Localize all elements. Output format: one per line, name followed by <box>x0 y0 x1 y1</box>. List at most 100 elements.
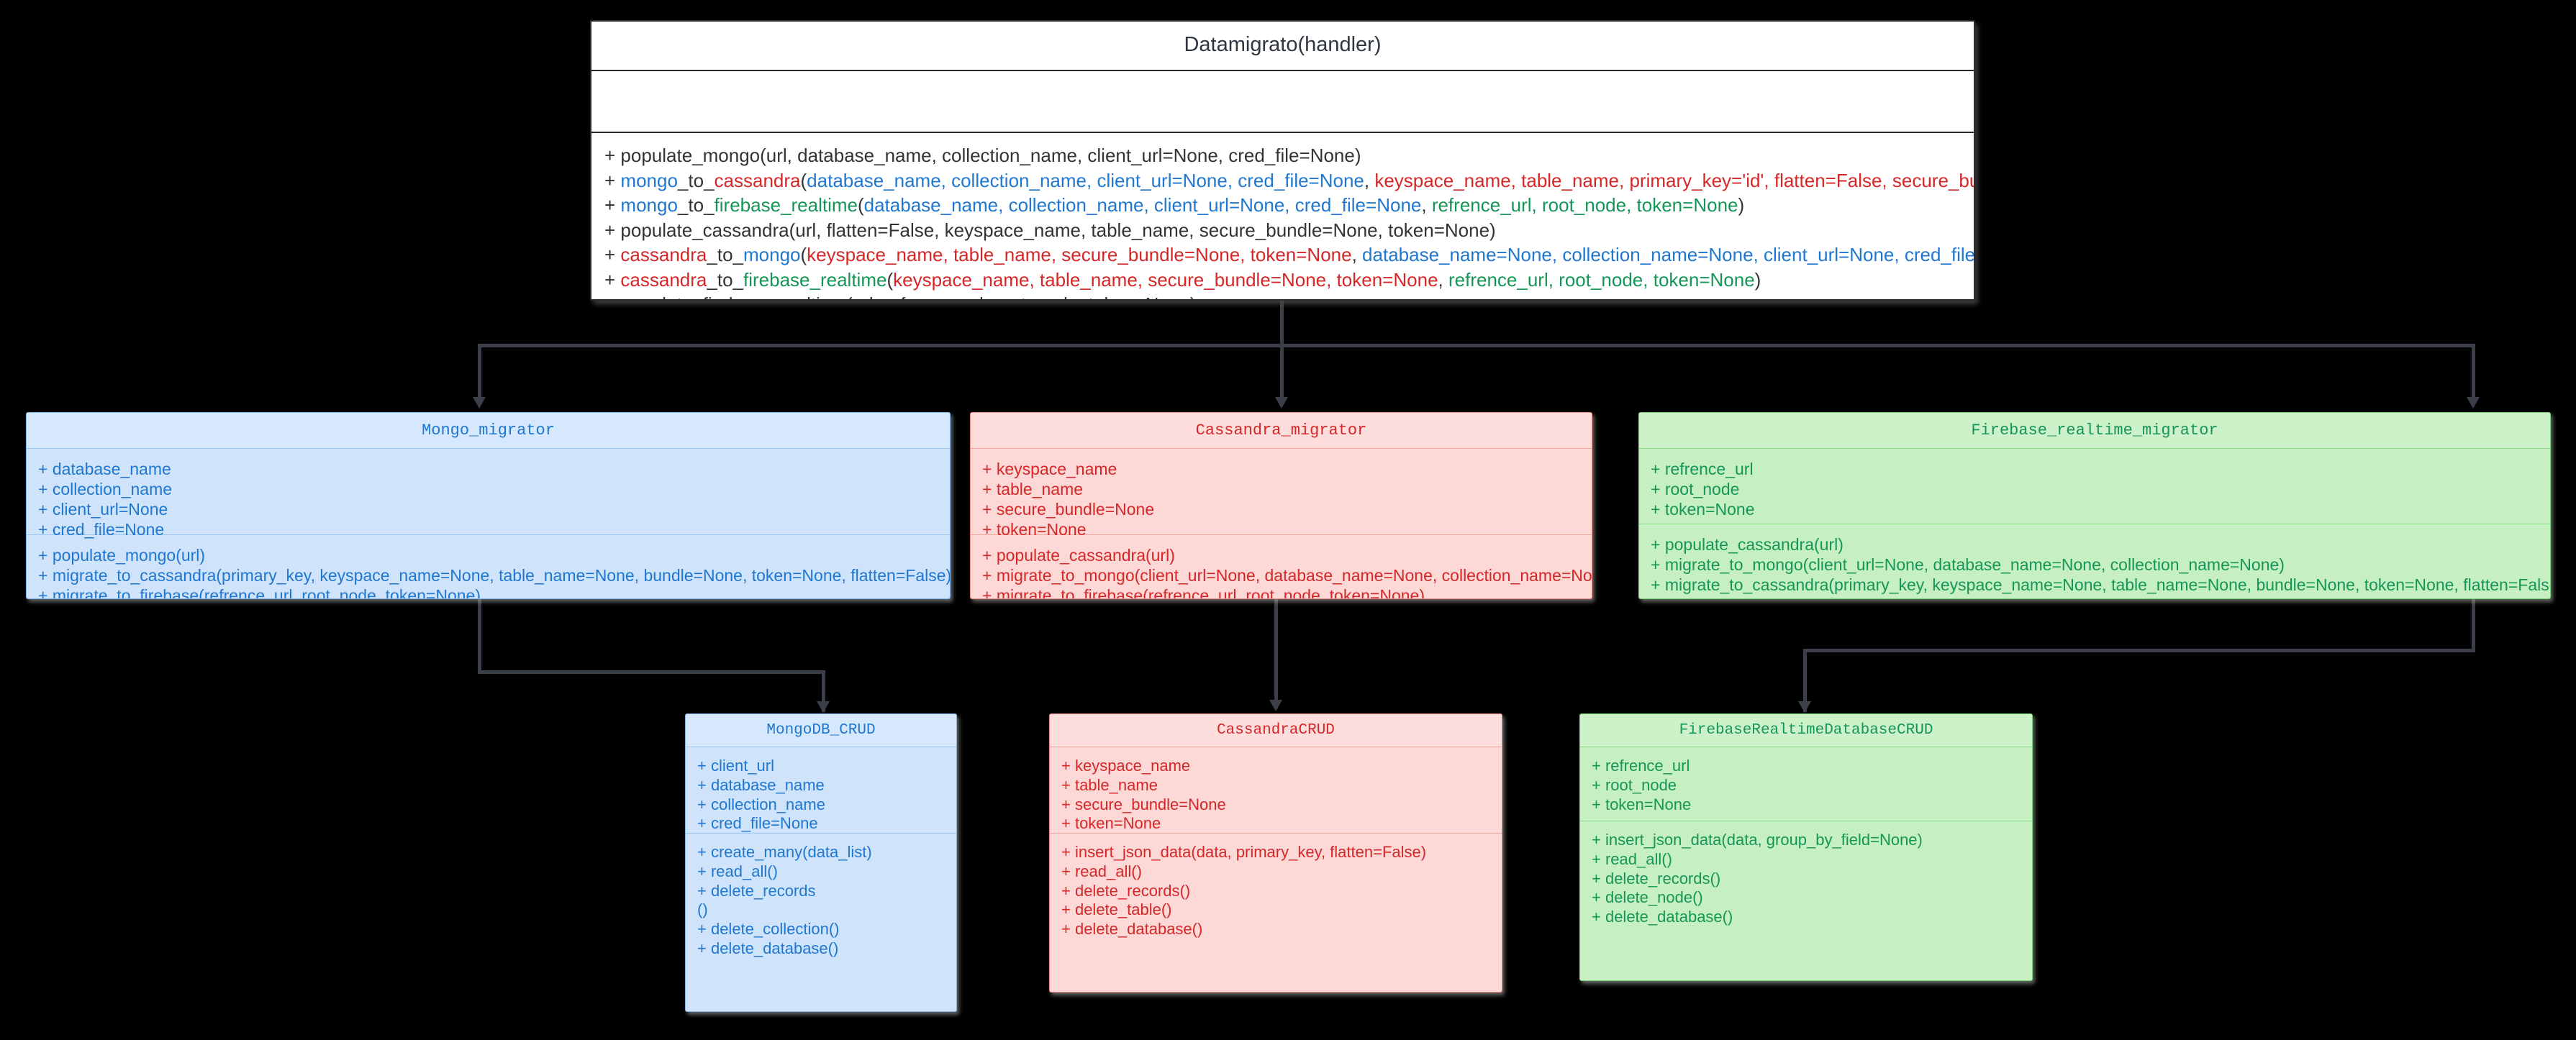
class-title-mongodb-crud: MongoDB_CRUD <box>686 714 956 747</box>
method-token: ( <box>857 194 864 216</box>
class-attributes-firebase-realtime-migrator: + refrence_url+ root_node+ token=None <box>1639 449 2550 524</box>
method-token: mongo <box>620 169 678 191</box>
method-row: + read_all() <box>697 862 778 880</box>
attribute-row: + secure_bundle=None <box>1061 795 1226 813</box>
arrow-firebase-migrator <box>2467 397 2480 409</box>
method-token: cassandra <box>620 268 707 291</box>
attribute-row: + database_name <box>38 460 171 478</box>
method-token: + <box>604 268 621 291</box>
edge-mongo-crud-jog <box>478 670 825 674</box>
class-box-mongo-migrator[interactable]: Mongo_migrator + database_name + collecti… <box>26 412 951 599</box>
arrow-firebase-crud <box>1798 701 1811 713</box>
method-row: () <box>697 900 708 919</box>
method-token: database_name=None, collection_name=None… <box>1362 244 1975 266</box>
class-title-firebase-realtime-migrator: Firebase_realtime_migrator <box>1639 413 2550 449</box>
class-attributes-datamigrato <box>591 71 1974 133</box>
method-row: + migrate_to_cassandra(primary_key, keys… <box>38 566 951 585</box>
method-token: + populate_firebase_realtime(url, refren… <box>604 293 1196 299</box>
class-attributes-mongo-migrator: + database_name + collection_name+ client… <box>27 449 950 539</box>
method-row: + migrate_to_mongo(client_url=None, data… <box>1651 555 2285 575</box>
method-token: cassandra <box>620 244 707 266</box>
attribute-row: + table_name <box>982 480 1084 499</box>
class-box-mongodb-crud[interactable]: MongoDB_CRUD + client_url+ database_name… <box>685 713 957 1012</box>
class-title-mongo-migrator: Mongo_migrator <box>27 413 950 449</box>
edge-mongo-crud-enter <box>822 670 825 712</box>
method-row: + read_all() <box>1592 849 1672 868</box>
method-row-populate_mongo: + populate_mongo(url, database_name, col… <box>604 143 1974 168</box>
method-row: + migrate_to_firebase(refrence_url, root… <box>982 586 1425 599</box>
edge-to-firebase-migrator <box>2472 344 2475 400</box>
attribute-row: + secure_bundle=None <box>982 500 1155 519</box>
class-methods-mongodb-crud: + create_many(data_list)+ read_all()+ de… <box>686 834 956 966</box>
class-box-datamigrato[interactable]: Datamigrato(handler) + populate_mongo(ur… <box>590 20 1975 301</box>
method-row-populate_firebase_realtime: + populate_firebase_realtime(url, refren… <box>604 292 1974 299</box>
class-box-firebase-realtime-database-crud[interactable]: FirebaseRealtimeDatabaseCRUD + refrence_… <box>1579 713 2033 981</box>
method-token: firebase_realtime <box>714 194 858 216</box>
method-token: database_name, collection_name, client_u… <box>807 169 1364 191</box>
method-token: + <box>604 244 621 266</box>
method-row: + delete_collection() <box>697 920 840 939</box>
method-row-cassandra_to_mongo: + cassandra_to_mongo(keyspace_name, tabl… <box>604 242 1974 268</box>
attribute-row: + client_url=None <box>38 500 168 519</box>
method-row-populate_cassandra: + populate_cassandra(url, flatten=False,… <box>604 218 1974 243</box>
class-box-cassandra-crud[interactable]: CassandraCRUD + keyspace_name+ table_nam… <box>1049 713 1502 993</box>
method-row: + populate_cassandra(url) <box>982 546 1175 565</box>
method-token: keyspace_name, table_name, primary_key='… <box>1374 169 1975 191</box>
method-token: + populate_mongo(url, database_name, col… <box>604 145 1361 166</box>
attribute-row: + token=None <box>1061 814 1161 833</box>
attribute-row: + root_node <box>1651 480 1740 499</box>
class-title-datamigrato: Datamigrato(handler) <box>591 22 1974 71</box>
attribute-row: + token=None <box>1592 795 1692 813</box>
class-title-cassandra-crud: CassandraCRUD <box>1050 714 1502 747</box>
class-methods-firebase-realtime-database-crud: + insert_json_data(data, group_by_field=… <box>1580 821 2032 934</box>
class-box-cassandra-migrator[interactable]: Cassandra_migrator + keyspace_name + tabl… <box>970 412 1592 599</box>
method-token: ( <box>800 244 807 266</box>
attribute-row: + database_name <box>697 775 825 794</box>
method-row: + insert_json_data(data, primary_key, fl… <box>1061 843 1427 861</box>
class-methods-cassandra-crud: + insert_json_data(data, primary_key, fl… <box>1050 834 1502 947</box>
attribute-row: + table_name <box>1061 775 1158 794</box>
method-row: + delete_database() <box>1061 920 1203 939</box>
method-token: _to_ <box>707 268 743 291</box>
attribute-row: + keyspace_name <box>982 460 1117 478</box>
method-token: ) <box>1754 268 1761 291</box>
method-row: + insert_json_data(data, group_by_field=… <box>1592 831 1923 849</box>
method-token: , <box>1351 244 1363 266</box>
edge-cassandra-crud <box>1274 599 1278 708</box>
attribute-row: + cred_file=None <box>697 814 818 833</box>
method-token: , <box>1364 169 1375 191</box>
method-row: + populate_mongo(url) <box>38 546 206 565</box>
attribute-row: + keyspace_name <box>1061 757 1191 775</box>
arrow-cassandra-crud <box>1269 700 1282 711</box>
class-methods-datamigrato: + populate_mongo(url, database_name, col… <box>591 133 1975 299</box>
class-box-firebase-realtime-migrator[interactable]: Firebase_realtime_migrator + refrence_ur… <box>1638 412 2551 599</box>
class-methods-mongo-migrator: + populate_mongo(url)+ migrate_to_cassan… <box>27 535 951 599</box>
arrow-cassandra-migrator <box>1275 397 1288 409</box>
edge-mongo-crud-drop <box>478 599 481 674</box>
method-row: + delete_database() <box>697 939 839 958</box>
edge-migrator-bus <box>478 344 2475 347</box>
arrow-mongo-migrator <box>473 397 486 409</box>
method-token: mongo <box>743 244 801 266</box>
class-attributes-cassandra-migrator: + keyspace_name + table_name+ secure_bund… <box>971 449 1592 539</box>
method-token: database_name, collection_name, client_u… <box>863 194 1422 216</box>
class-title-cassandra-migrator: Cassandra_migrator <box>971 413 1592 449</box>
method-token: ( <box>886 268 894 291</box>
method-token: firebase_realtime <box>743 268 887 291</box>
method-row: + populate_cassandra(url) <box>1651 535 1843 554</box>
attribute-row: + root_node <box>1592 775 1677 794</box>
method-token: keyspace_name, table_name, secure_bundle… <box>807 244 1352 266</box>
method-row: + delete_database() <box>1592 908 1733 926</box>
method-row: + migrate_to_mongo(client_url=None, data… <box>982 566 1592 585</box>
method-token: cassandra <box>714 169 801 191</box>
method-token: , <box>1438 268 1448 291</box>
method-token: keyspace_name, table_name, secure_bundle… <box>893 268 1438 291</box>
attribute-row: + refrence_url <box>1651 460 1754 478</box>
method-token: _to_ <box>677 169 715 191</box>
class-attributes-firebase-realtime-database-crud: + refrence_url+ root_node+ token=None <box>1580 747 2032 821</box>
method-row: + migrate_to_firebase(refrence_url, root… <box>38 586 481 599</box>
attribute-row: + collection_name <box>38 480 173 499</box>
method-token: + <box>604 169 621 191</box>
class-attributes-mongodb-crud: + client_url+ database_name+ collection_… <box>686 747 956 834</box>
method-row: + delete_records() <box>1592 869 1721 888</box>
